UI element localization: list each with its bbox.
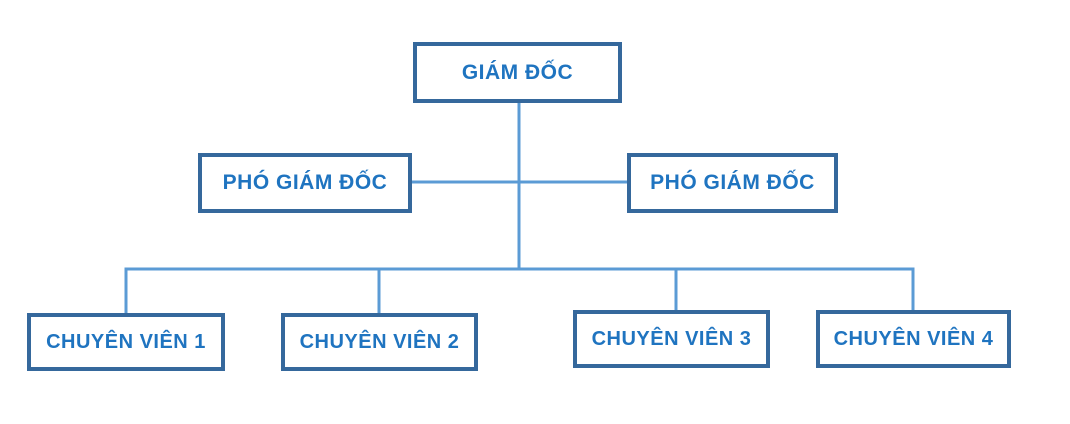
org-node-director: GIÁM ĐỐC bbox=[413, 42, 622, 103]
org-node-deputy-right: PHÓ GIÁM ĐỐC bbox=[627, 153, 838, 213]
org-node-specialist-3-label: CHUYÊN VIÊN 3 bbox=[591, 327, 752, 350]
org-node-specialist-1: CHUYÊN VIÊN 1 bbox=[27, 313, 225, 371]
org-node-specialist-2: CHUYÊN VIÊN 2 bbox=[281, 313, 478, 371]
org-node-director-label: GIÁM ĐỐC bbox=[461, 60, 574, 84]
org-node-deputy-right-label: PHÓ GIÁM ĐỐC bbox=[650, 171, 815, 194]
org-node-specialist-2-label: CHUYÊN VIÊN 2 bbox=[299, 330, 460, 353]
org-node-specialist-4-label: CHUYÊN VIÊN 4 bbox=[833, 327, 994, 350]
org-node-specialist-4: CHUYÊN VIÊN 4 bbox=[816, 310, 1011, 368]
org-node-specialist-3: CHUYÊN VIÊN 3 bbox=[573, 310, 770, 368]
org-node-specialist-1-label: CHUYÊN VIÊN 1 bbox=[46, 330, 206, 353]
org-node-deputy-left: PHÓ GIÁM ĐỐC bbox=[198, 153, 412, 213]
org-node-deputy-left-label: PHÓ GIÁM ĐỐC bbox=[222, 171, 388, 194]
